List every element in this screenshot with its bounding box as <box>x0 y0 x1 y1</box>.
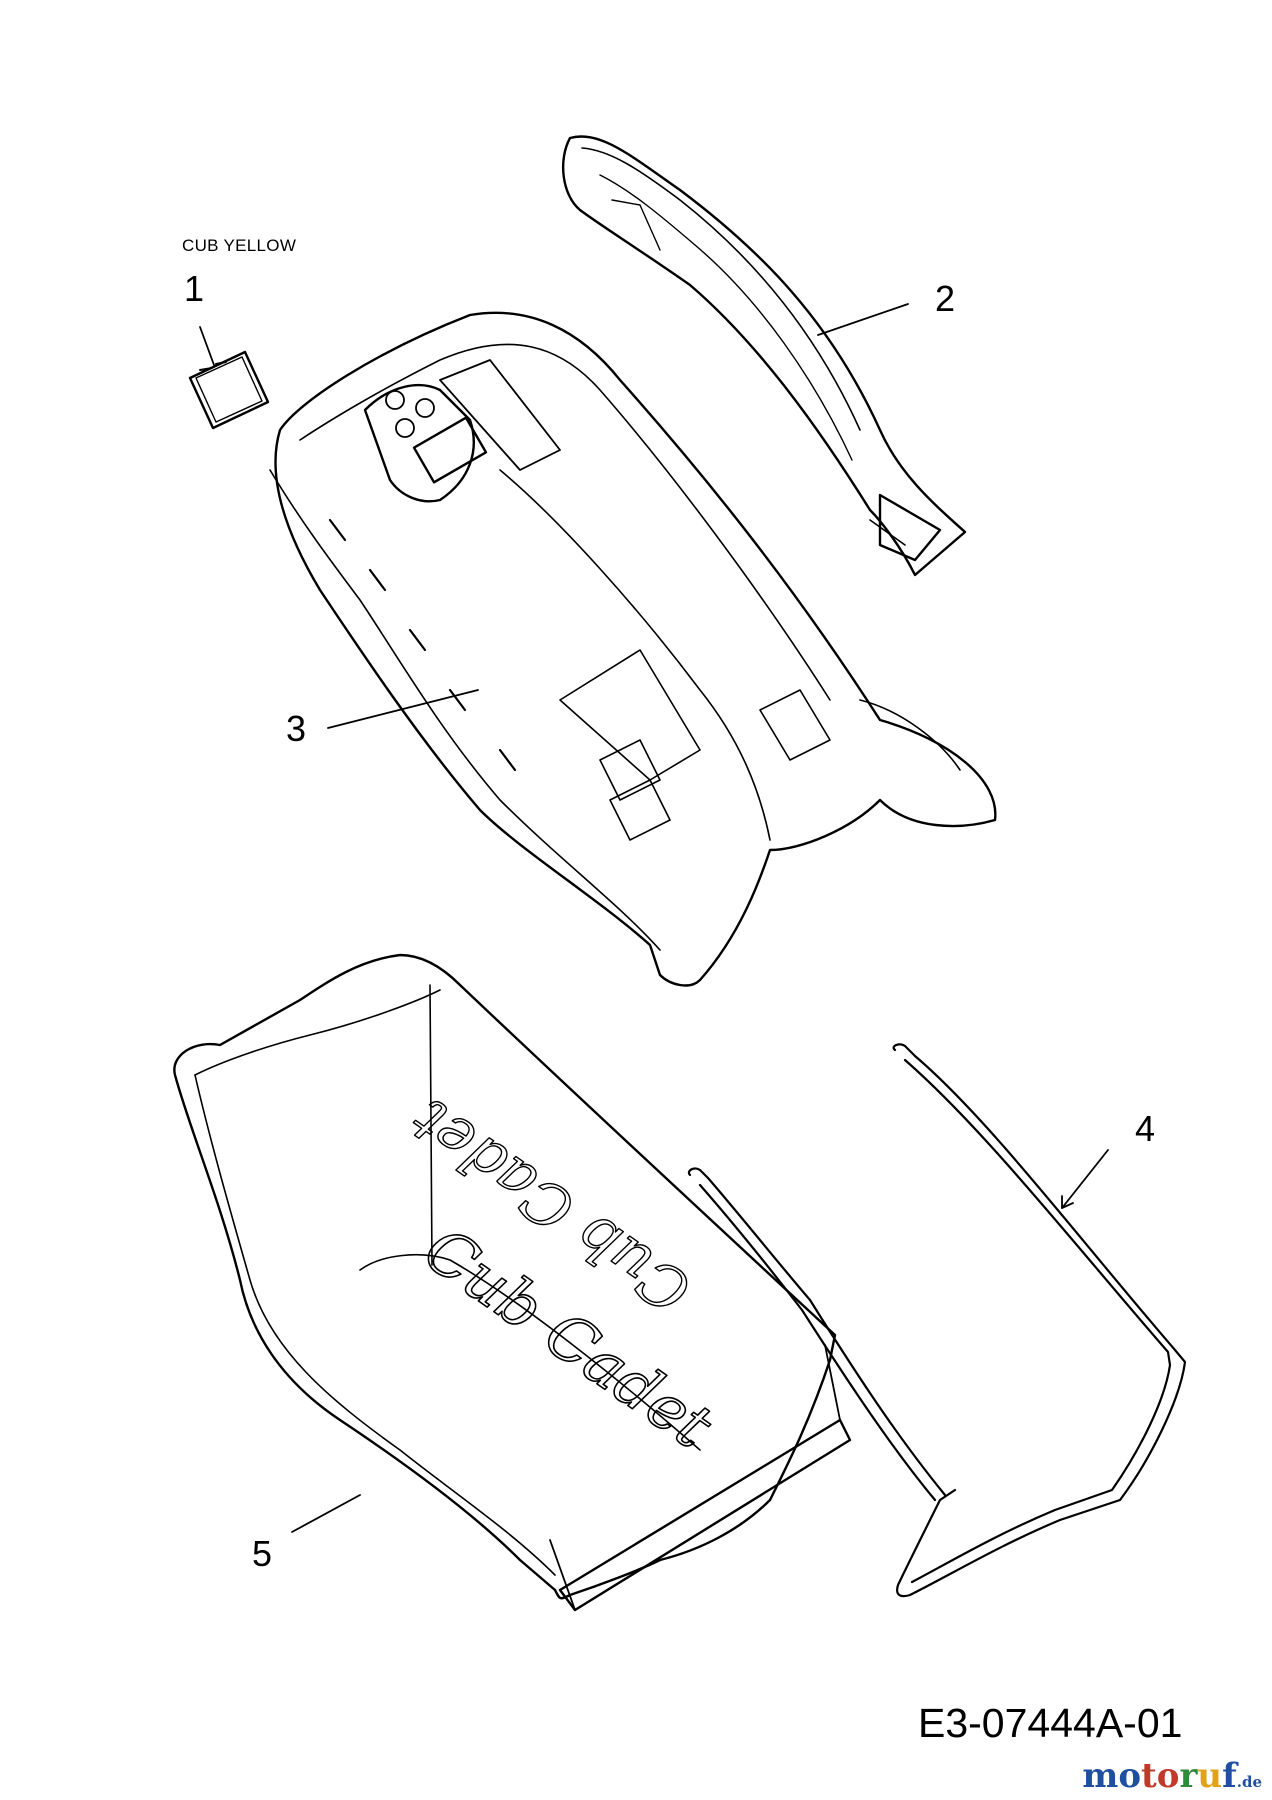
watermark-part: mo <box>1082 1756 1142 1796</box>
callout-5: 5 <box>252 1533 273 1574</box>
leader-lines <box>199 303 1109 1533</box>
watermark-part: u <box>1197 1756 1223 1796</box>
leader-line-4 <box>1061 1149 1109 1209</box>
color-note: CUB YELLOW <box>182 236 297 255</box>
part-5-grass-bag <box>173 953 852 1612</box>
callout-4: 4 <box>1135 1108 1156 1149</box>
leader-line-1 <box>199 326 215 366</box>
leader-line-3 <box>327 689 479 729</box>
drawing-number: E3-07444A-01 <box>918 1700 1183 1746</box>
watermark-logo: motoruf.de <box>1082 1756 1262 1796</box>
callout-2: 2 <box>935 278 956 319</box>
part-4-wire-frame <box>687 1043 1187 1598</box>
part-3-bag-cover <box>269 311 997 987</box>
part-1-decal <box>188 350 270 430</box>
watermark-suffix: .de <box>1236 1773 1262 1791</box>
leader-arrow-4 <box>1061 1195 1074 1209</box>
leader-line-5 <box>291 1494 361 1533</box>
callout-3: 3 <box>286 708 307 749</box>
watermark-part: f <box>1222 1756 1237 1796</box>
watermark-part: r <box>1179 1756 1198 1796</box>
part-2-handle <box>561 135 967 577</box>
leader-line-2 <box>817 303 909 336</box>
bag-brand-graphic: Cub Cadet Cub Cadet <box>398 1084 726 1464</box>
callout-1: 1 <box>184 268 205 309</box>
watermark-part: to <box>1141 1756 1180 1796</box>
